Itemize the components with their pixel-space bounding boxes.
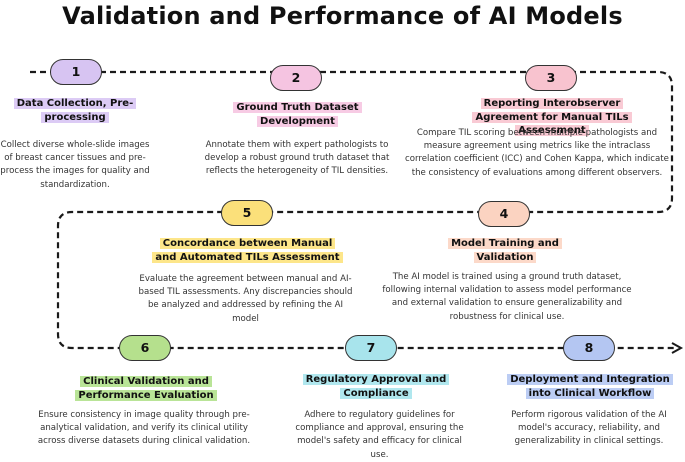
step-description-4: The AI model is trained using a ground t…	[382, 272, 632, 322]
step-description-5: Evaluate the agreement between manual an…	[138, 274, 353, 324]
step-title-6: Clinical Validation and Performance Eval…	[66, 375, 226, 402]
step-description-6: Ensure consistency in image quality thro…	[37, 410, 251, 447]
step-title-3: Reporting Interobserver Agreement for Ma…	[452, 97, 652, 138]
step-badge-3: 3	[525, 65, 577, 91]
step-description-8: Perform rigorous validation of the AI mo…	[511, 410, 667, 447]
step-title-4: Model Training and Validation	[430, 237, 580, 264]
step-badge-6: 6	[119, 335, 171, 361]
step-description-7: Adhere to regulatory guidelines for comp…	[295, 410, 464, 460]
diagram-title: Validation and Performance of AI Models	[62, 2, 623, 30]
arrow-head-icon	[671, 342, 684, 354]
step-description-1: Collect diverse whole-slide images of br…	[0, 140, 150, 190]
step-description-3: Compare TIL scoring between multiple pat…	[405, 128, 669, 178]
step-description-2: Annotate them with expert pathologists t…	[204, 140, 390, 177]
step-badge-5: 5	[221, 200, 273, 226]
step-title-7: Regulatory Approval and Compliance	[296, 373, 456, 400]
step-title-8: Deployment and Integration into Clinical…	[505, 373, 675, 400]
step-title-2: Ground Truth Dataset Development	[225, 101, 370, 128]
step-badge-1: 1	[50, 59, 102, 85]
step-badge-4: 4	[478, 201, 530, 227]
step-badge-2: 2	[270, 65, 322, 91]
step-badge-8: 8	[563, 335, 615, 361]
step-title-5: Concordance between Manual and Automated…	[150, 237, 345, 264]
step-title-1: Data Collection, Pre-processing	[10, 97, 140, 124]
step-badge-7: 7	[345, 335, 397, 361]
